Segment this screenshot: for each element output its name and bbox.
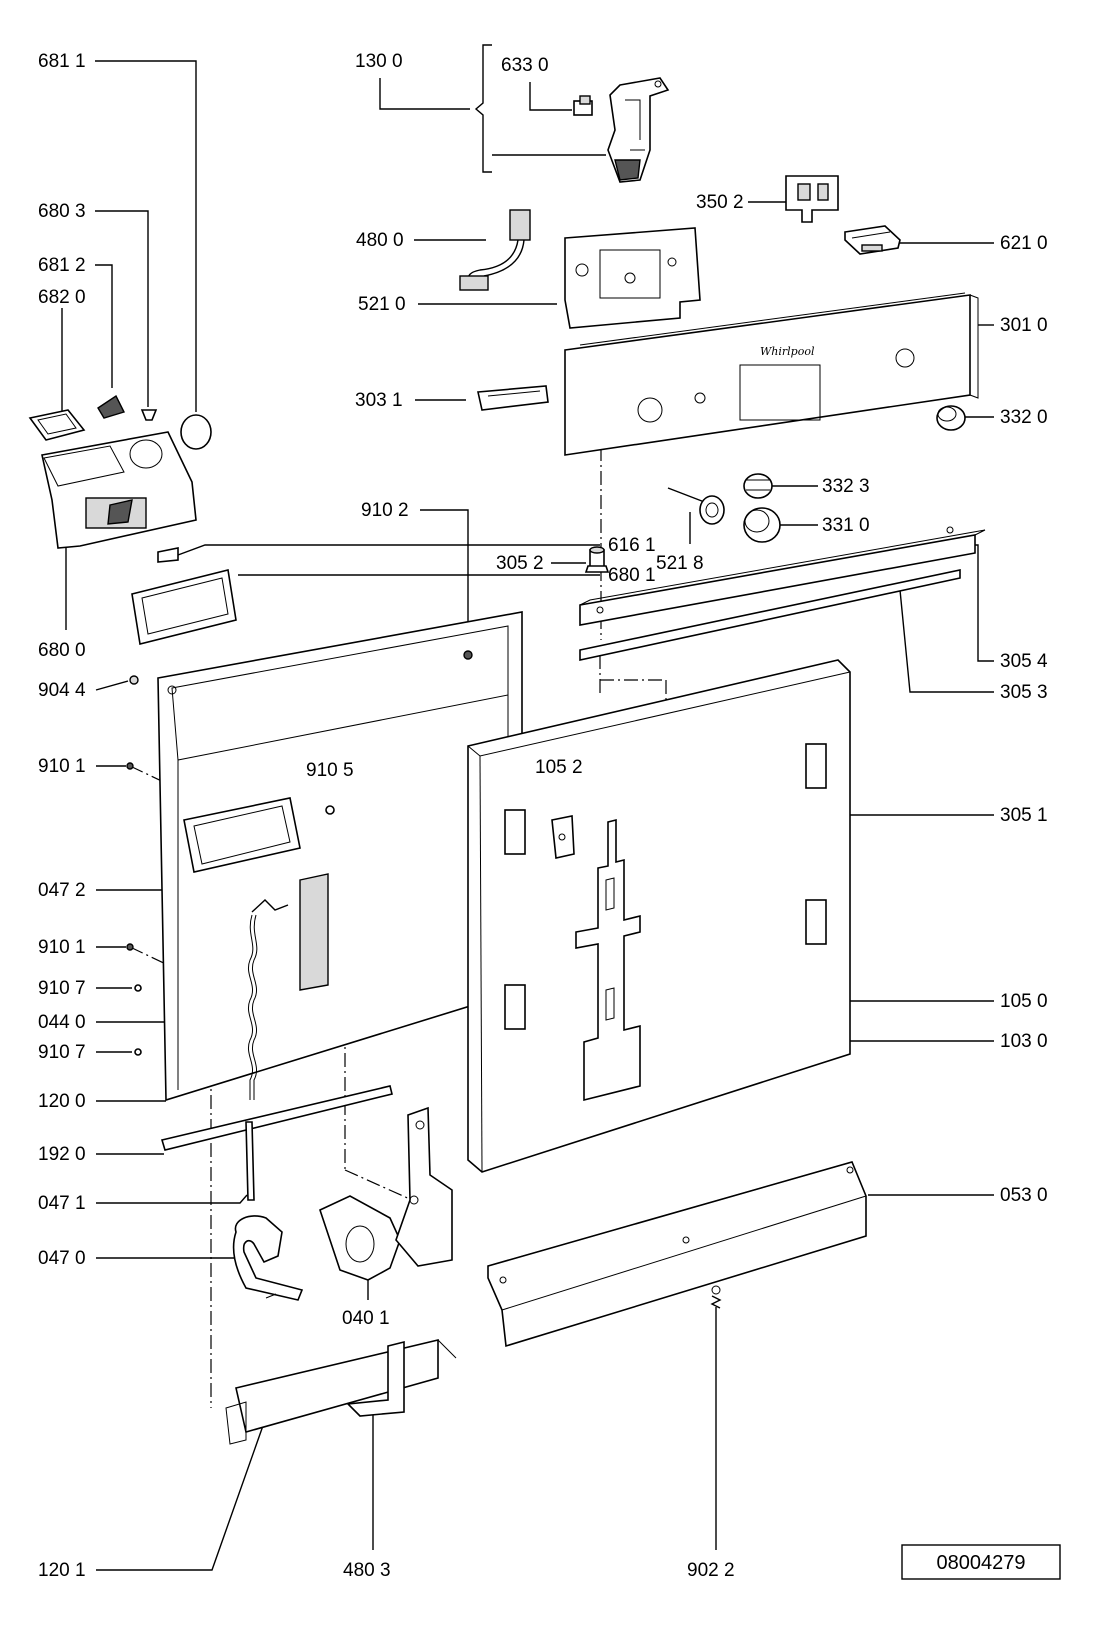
label-047-0: 047 0 [38,1248,86,1269]
label-681-2: 681 2 [38,255,86,276]
label-621-0: 621 0 [1000,233,1048,254]
knob-332-3-part [743,473,773,499]
label-053-0: 053 0 [1000,1185,1048,1206]
label-120-0: 120 0 [38,1091,86,1112]
wiring-harness-part [459,209,531,291]
knob-331-part [743,507,781,543]
hinge-040-part [319,1106,453,1281]
label-040-1: 040 1 [342,1308,390,1329]
connector-621-part [844,225,901,255]
label-350-2: 350 2 [696,192,744,213]
label-910-1-upper: 910 1 [38,756,86,777]
label-633-0: 633 0 [501,55,549,76]
gasket-682-part [28,409,86,441]
label-105-0: 105 0 [1000,991,1048,1012]
label-910-1-lower: 910 1 [38,937,86,958]
lid-681-2-part [97,394,125,419]
selector-521-8-part [667,487,725,525]
label-332-3: 332 3 [822,476,870,497]
label-904-4: 904 4 [38,680,86,701]
label-680-1: 680 1 [608,565,656,586]
label-480-0: 480 0 [356,230,404,251]
label-044-0: 044 0 [38,1012,86,1033]
control-panel-part: Whirlpool [564,292,979,456]
electronic-module-part [564,227,701,329]
label-120-1: 120 1 [38,1560,86,1581]
label-331-0: 331 0 [822,515,870,536]
label-305-3: 305 3 [1000,682,1048,703]
spring-assembly-part [248,899,289,1100]
label-681-1: 681 1 [38,51,86,72]
label-910-5: 910 5 [306,760,354,781]
plate-120-1-part [225,1338,457,1445]
label-047-1: 047 1 [38,1193,86,1214]
door-lock-part [607,77,670,183]
screws-misc [126,675,335,1056]
label-130-0: 130 0 [355,51,403,72]
screw-902-2-part [710,1285,722,1309]
label-305-4: 305 4 [1000,651,1048,672]
label-680-3: 680 3 [38,201,86,222]
label-910-2: 910 2 [361,500,409,521]
label-682-0: 682 0 [38,287,86,308]
label-910-7-upper: 910 7 [38,978,86,999]
hinge-arm-047-part [232,1121,304,1301]
label-301-0: 301 0 [1000,315,1048,336]
label-103-0: 103 0 [1000,1031,1048,1052]
hinge-305-2-part [584,546,610,573]
brand-mark: Whirlpool [760,345,815,358]
gasket-680-1-part [131,569,237,645]
label-192-0: 192 0 [38,1144,86,1165]
label-305-2: 305 2 [496,553,544,574]
rod-192-part [160,1085,393,1151]
label-910-7-lower: 910 7 [38,1042,86,1063]
rail-305-4-part [579,526,986,626]
board-350-part [785,175,839,223]
outer-door-panel-part [467,659,851,1173]
knob-332-part [936,405,966,431]
reinforcement-105-0-part [575,818,641,1102]
label-480-3: 480 3 [343,1560,391,1581]
label-521-0: 521 0 [358,294,406,315]
handle-303-part [477,385,549,411]
label-305-1: 305 1 [1000,805,1048,826]
kick-bar-053-part [487,1161,867,1348]
reference-number-box: 08004279 [901,1544,1061,1580]
label-902-2: 902 2 [687,1560,735,1581]
bracket-480-3-part [346,1340,405,1417]
micro-switch-part [573,95,593,116]
dispenser-680-0-part [41,431,197,549]
clip-105-2-part [551,815,575,859]
label-616-1: 616 1 [608,535,656,556]
label-521-8: 521 8 [656,553,704,574]
label-332-0: 332 0 [1000,407,1048,428]
reference-number: 08004279 [937,1552,1026,1574]
label-303-1: 303 1 [355,390,403,411]
label-105-2: 105 2 [535,757,583,778]
cap-681-1-part [180,414,212,450]
part-labels: 681 1 130 0 633 0 680 3 350 2 480 0 621 … [38,51,1048,1581]
clip-616-1-part [157,547,179,563]
spring-680-3-part [140,409,158,421]
label-680-0: 680 0 [38,640,86,661]
strip-305-3-part [579,569,961,661]
label-047-2: 047 2 [38,880,86,901]
